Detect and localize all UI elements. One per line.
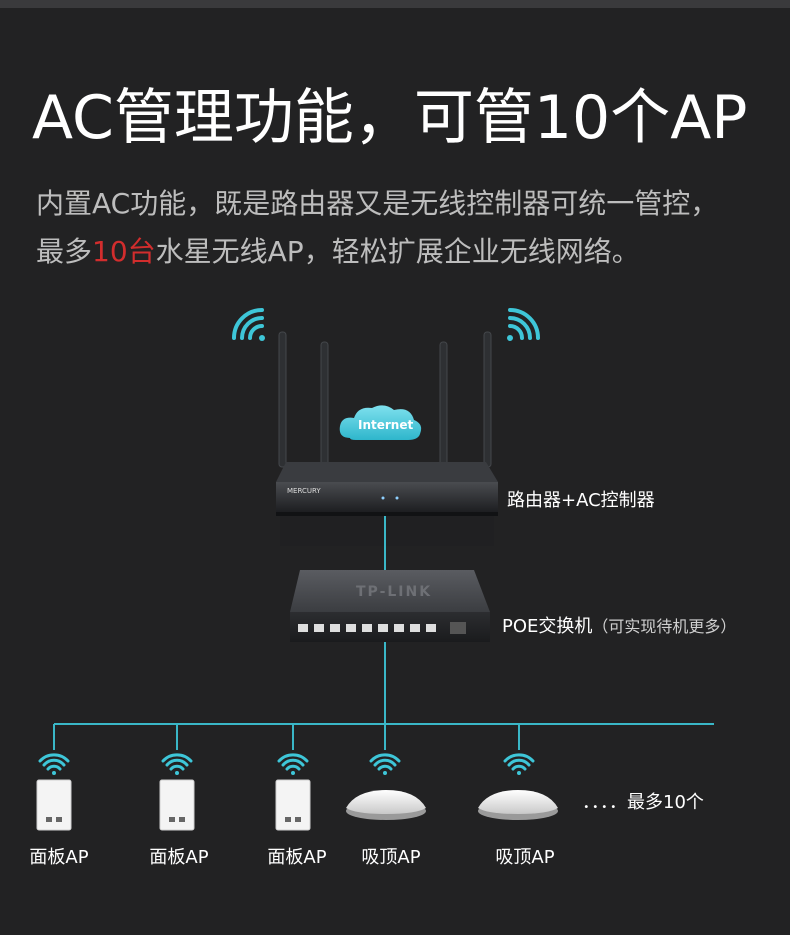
wifi-signal-left-icon	[232, 308, 265, 341]
router-device	[276, 462, 498, 546]
internet-cloud-icon	[339, 405, 422, 440]
ap-bus-lines	[53, 642, 714, 750]
router-brand: MERCURY	[287, 487, 321, 495]
router-antennas	[278, 331, 492, 468]
description: 内置AC功能，既是路由器又是无线控制器可统一管控， 最多10台水星无线AP，轻松…	[36, 180, 718, 276]
ceiling-ap-device	[346, 790, 426, 820]
switch-label-main: POE交换机	[502, 616, 593, 637]
internet-cloud-label: Internet	[358, 418, 414, 432]
top-bar	[0, 0, 790, 8]
ap-label: 面板AP	[267, 847, 327, 868]
description-line-1: 内置AC功能，既是路由器又是无线控制器可统一管控，	[36, 187, 719, 220]
ap-wifi-icon	[369, 753, 401, 775]
wifi-signal-right-icon	[507, 308, 540, 341]
router-label: 路由器+AC控制器	[507, 490, 655, 511]
ap-wifi-icon	[503, 753, 535, 775]
ap-label: 吸顶AP	[361, 847, 421, 868]
panel-ap-device	[275, 779, 311, 831]
ap-wifi-icon	[277, 753, 309, 775]
description-post: 水星无线AP，轻松扩展企业无线网络。	[155, 235, 640, 268]
more-aps-text: ．．．．最多10个	[582, 792, 704, 813]
ap-wifi-icon	[161, 753, 193, 775]
ap-label: 吸顶AP	[495, 847, 555, 868]
poe-switch-device	[290, 570, 490, 642]
panel-ap-device	[36, 779, 72, 831]
description-line-2: 最多10台水星无线AP，轻松扩展企业无线网络。	[36, 228, 718, 276]
switch-label: POE交换机（可实现待机更多）	[502, 612, 736, 638]
ap-label: 面板AP	[149, 847, 209, 868]
page-title: AC管理功能，可管10个AP	[32, 83, 748, 153]
ceiling-ap-device	[478, 790, 558, 820]
panel-ap-device	[159, 779, 195, 831]
description-pre: 最多	[36, 235, 93, 268]
ap-label: 面板AP	[29, 847, 89, 868]
ap-wifi-icon	[38, 753, 70, 775]
switch-brand: TP-LINK	[356, 584, 433, 600]
description-highlight: 10台	[92, 235, 156, 268]
switch-label-note: （可实现待机更多）	[592, 617, 737, 636]
